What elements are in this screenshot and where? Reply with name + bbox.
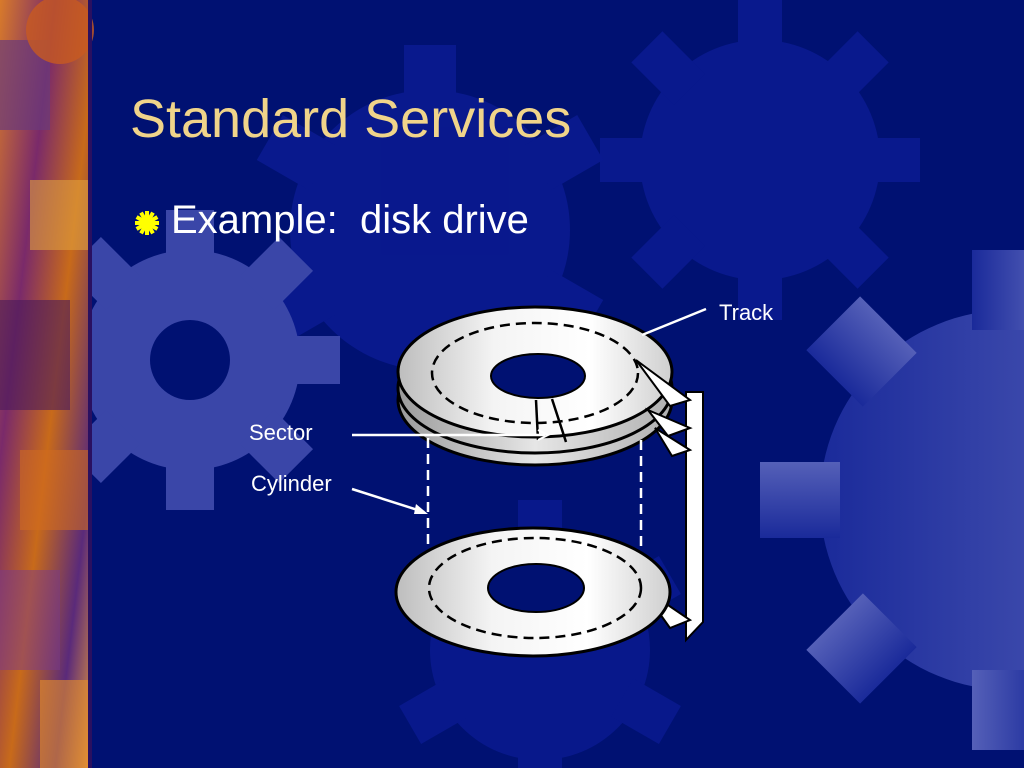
sector-boundary xyxy=(534,399,540,441)
cylinder-pointer-line xyxy=(351,487,425,514)
bullet-text: Example: disk drive xyxy=(171,198,529,242)
sector-label: Sector xyxy=(249,420,313,445)
top-platter-track xyxy=(430,321,640,425)
track-label: Track xyxy=(719,300,774,325)
cylinder-label: Cylinder xyxy=(251,471,332,496)
top-platter-stack xyxy=(396,305,674,467)
starburst-bullet-icon xyxy=(135,211,159,235)
background-gear-light-left xyxy=(40,210,340,510)
background-gear-dark-top xyxy=(600,0,920,320)
top-platter-spindle-hole xyxy=(490,353,586,399)
sector-pointer-arrowhead xyxy=(537,429,551,441)
bottom-platter-track xyxy=(427,536,643,640)
track-pointer-line xyxy=(641,307,707,337)
bottom-platter xyxy=(394,526,672,658)
cylinder-pointer-arrowhead xyxy=(414,504,428,514)
sector-boundary xyxy=(550,398,568,443)
bottom-platter-spindle-hole xyxy=(487,563,585,613)
decorative-left-strip xyxy=(0,0,94,768)
background-gear-light-right xyxy=(760,250,1024,750)
slide-title: Standard Services xyxy=(130,89,572,149)
